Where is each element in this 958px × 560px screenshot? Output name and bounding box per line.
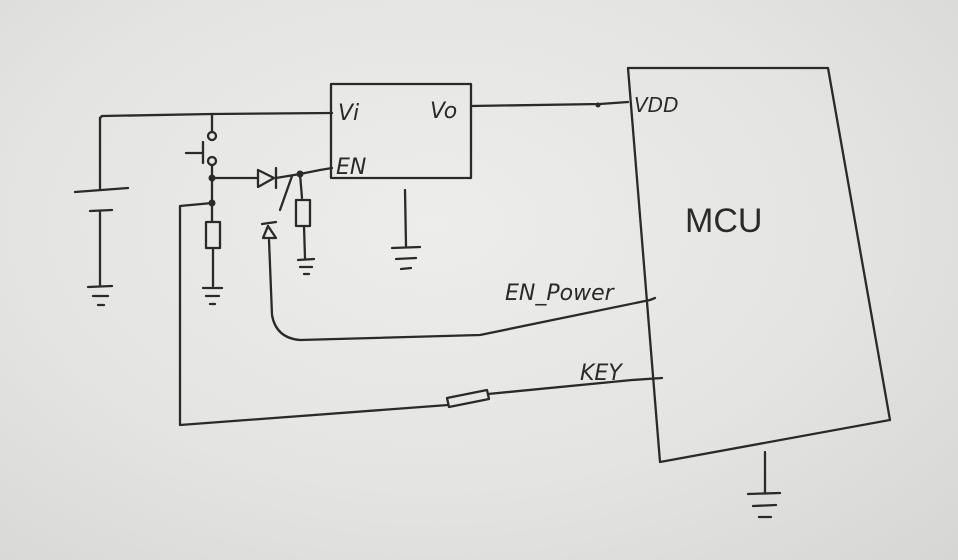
battery-ground-icon [86,284,114,307]
junction-dot [208,199,216,207]
regulator-block [329,82,473,180]
pulldown-resistor-icon [204,176,222,288]
series-diode-icon [256,166,278,190]
en-resistor-ground-icon [296,257,316,276]
resistor-ground-icon [201,286,224,306]
battery [73,116,130,287]
en-power-diode-wire [278,174,294,212]
diode-to-en-wire [274,166,334,180]
regulator-en-label: EN [336,155,366,180]
en-power-wire [267,238,657,342]
vout-to-vdd-wire [469,100,630,108]
en-pulldown-resistor-icon [294,172,312,260]
supply-wire [98,111,334,120]
key-to-mcu-wire [486,376,664,396]
junction-dot [595,102,601,108]
push-button-icon [184,112,218,180]
key-sense-wire [178,201,450,427]
regulator-vout-label: Vo [430,99,457,124]
mcu-title: MCU [685,202,762,240]
mcu-block [626,66,892,464]
mcu-vdd-label: VDD [634,93,678,117]
en-power-diode-icon [260,220,278,240]
mcu-ground-icon [746,450,782,519]
key-series-resistor-icon [445,388,491,409]
regulator-vin-label: Vi [338,101,359,126]
en-power-label: EN_Power [505,281,616,306]
regulator-ground-icon [390,188,422,271]
